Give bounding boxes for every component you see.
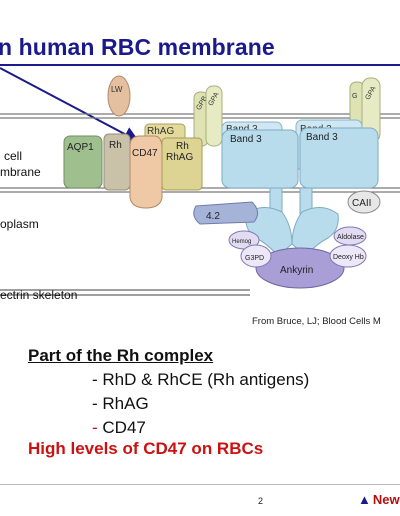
rhag-back-label: RhAG <box>147 126 174 137</box>
bullet-dash: - <box>92 370 98 389</box>
rh-label: Rh <box>109 140 122 151</box>
deoxy-hb-label: Deoxy Hb <box>333 254 364 261</box>
label-membrane: mbrane <box>0 165 41 179</box>
aqp1-protein <box>63 135 103 189</box>
gpa-left-protein <box>205 85 223 147</box>
band3-front-2-label: Band 3 <box>306 132 338 143</box>
aldolase-label: Aldolase <box>337 234 364 241</box>
footer-divider <box>0 484 400 485</box>
protein-4-2 <box>193 201 258 225</box>
title-divider <box>0 64 400 66</box>
bullet-text: CD47 <box>97 418 146 437</box>
slide-title: n human RBC membrane <box>0 34 275 60</box>
bullet-dash: - <box>92 418 98 437</box>
rh-complex-heading: Part of the Rh complex <box>28 346 214 365</box>
band3-front-1 <box>221 129 299 189</box>
hemoglobin-label: Hemog <box>232 239 251 245</box>
label-cytoplasm: oplasm <box>0 217 39 231</box>
cd47-label: CD47 <box>132 148 158 159</box>
logo-text: New <box>372 492 400 507</box>
bullet-rhag: - RhAG <box>92 394 149 414</box>
bullet-text: RhAG <box>97 394 149 413</box>
cd47-protein <box>129 135 163 209</box>
gp-right-label: G <box>352 93 357 100</box>
label-spectrin: ectrin skeleton <box>0 288 77 302</box>
caii-label: CAII <box>352 198 371 209</box>
bullet-cd47: - CD47 <box>92 418 146 438</box>
label-cell: cell <box>4 149 22 163</box>
g3pd-protein <box>240 244 272 268</box>
pointer-arrow <box>0 67 140 142</box>
rhag-front-label: RhAG <box>166 152 193 163</box>
rh-front-label: Rh <box>176 141 189 152</box>
bullet-text: RhD & RhCE (Rh antigens) <box>97 370 310 389</box>
bullet-rhd-rhce: - RhD & RhCE (Rh antigens) <box>92 370 309 390</box>
rbc-membrane-diagram: cell mbrane oplasm ectrin skeleton GPB G… <box>0 67 400 302</box>
bullet-dash: - <box>92 394 98 413</box>
deoxy-hb-protein <box>329 244 367 268</box>
rhag-front-protein <box>161 137 203 191</box>
ankyrin-label: Ankyrin <box>280 265 313 276</box>
band3-front-1-label: Band 3 <box>230 134 262 145</box>
lw-protein <box>107 75 131 117</box>
citation-text: From Bruce, LJ; Blood Cells M <box>252 316 381 327</box>
lw-label: LW <box>111 85 123 94</box>
caii-protein <box>347 190 381 214</box>
band3-front-2 <box>299 127 379 189</box>
company-logo: ▲New <box>358 492 400 507</box>
page-number: 2 <box>258 496 264 506</box>
g3pd-label: G3PD <box>245 255 264 262</box>
aqp1-label: AQP1 <box>67 142 94 153</box>
logo-triangle-icon: ▲ <box>358 492 371 507</box>
ankyrin-protein <box>255 247 345 289</box>
protein-4-2-label: 4.2 <box>206 211 220 222</box>
highlight-text: High levels of CD47 on RBCs <box>28 439 264 458</box>
